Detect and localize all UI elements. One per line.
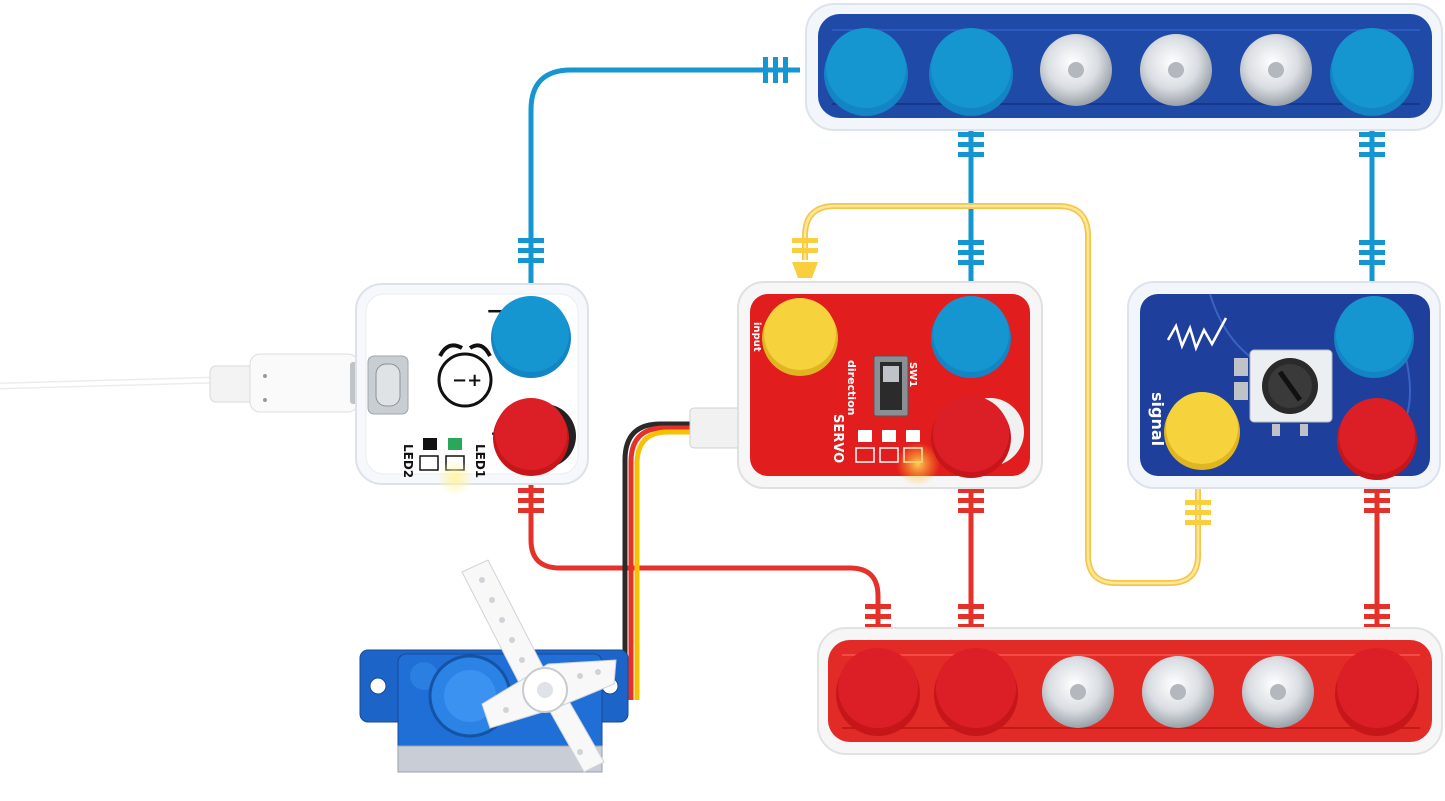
mascot-face-icon: −+ [437,343,493,408]
yellow-wire-signal [792,203,1211,586]
pot-plus-connector[interactable] [1337,398,1417,480]
blue-bus-strip [805,3,1443,131]
led1-glow [437,460,473,496]
face-text: −+ [452,370,482,391]
led1-box [448,438,462,450]
red-wire-servo-to-bus [958,470,984,640]
bus-snap-metal[interactable] [1242,656,1314,728]
direction-label: direction [845,360,858,415]
bus-snap-metal[interactable] [1040,34,1112,106]
usb-cable [0,353,366,413]
pot-minus-connector[interactable] [1334,296,1414,378]
input-label: input [751,322,762,352]
signal-label: signal [1148,392,1167,446]
bus-connector-red[interactable] [1335,648,1419,736]
servo-input-connector[interactable] [762,298,838,376]
potentiometer-knob[interactable] [1234,349,1333,436]
red-wire-power-to-bus [518,470,891,640]
led2-label: LED2 [401,444,415,478]
servo-horn[interactable] [461,559,617,773]
blue-wire-bus-to-pot [1359,110,1385,300]
red-bus-strip [817,627,1443,755]
pot-signal-connector[interactable] [1164,392,1240,470]
blue-wire-power-to-bus [518,57,800,295]
servo-label: SERVO [830,414,845,463]
bus-connector-red[interactable] [836,648,920,736]
bus-connector-blue[interactable] [929,28,1013,116]
power-minus-connector[interactable] [491,296,571,378]
bus-snap-metal[interactable] [1142,656,1214,728]
led2-box [423,438,437,450]
bus-connector-blue[interactable] [824,28,908,116]
servo-minus-connector[interactable] [931,296,1011,378]
led1-label: LED1 [473,444,487,478]
servo-plus-connector[interactable] [931,396,1024,478]
power-module: −+ − + LED1 LED2 [355,283,589,496]
bus-connector-red[interactable] [934,648,1018,736]
potentiometer-module: signal [1127,281,1441,489]
servo-motor[interactable] [359,559,629,773]
red-wire-pot-to-bus [1364,470,1390,640]
servo-led-glow [896,442,940,486]
servo-driver-module: input direction SW1 SERVO [737,281,1043,489]
bus-snap-metal[interactable] [1042,656,1114,728]
bus-snap-metal[interactable] [1140,34,1212,106]
bus-snap-metal[interactable] [1240,34,1312,106]
direction-switch[interactable] [873,355,909,417]
power-plus-connector[interactable] [493,398,576,476]
sw1-label: SW1 [907,362,918,387]
bus-connector-blue[interactable] [1330,28,1414,116]
resistor-symbol-icon [1166,317,1228,352]
